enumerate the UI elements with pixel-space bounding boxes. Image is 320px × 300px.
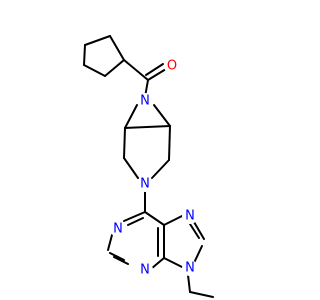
bond xyxy=(147,68,167,81)
molecule-diagram: O N N N N N N xyxy=(83,35,214,298)
atom-bg xyxy=(137,176,153,192)
atom-bg xyxy=(137,262,153,278)
bond xyxy=(153,104,171,127)
carbonyl-group xyxy=(123,59,167,98)
bond xyxy=(104,59,125,77)
atom-n-pyrrolidine-1: N xyxy=(140,94,150,109)
cyclopentyl-ring xyxy=(83,35,125,77)
bond xyxy=(123,59,149,81)
double-bond-line xyxy=(189,223,200,239)
atom-labels: O N N N N N N xyxy=(110,58,198,278)
atom-n-purine-1: N xyxy=(113,222,123,237)
atom-bg xyxy=(164,58,180,74)
atom-bg xyxy=(137,93,153,109)
bond xyxy=(83,44,86,66)
bond xyxy=(144,211,165,226)
ethyl-group xyxy=(187,274,214,298)
atom-bg xyxy=(182,260,198,276)
double-bond-line xyxy=(127,217,144,226)
atom-n-purine-7: N xyxy=(185,209,195,224)
bond xyxy=(124,125,171,129)
purine-ring xyxy=(107,211,205,275)
bond xyxy=(123,211,146,222)
bond xyxy=(193,245,203,264)
bond xyxy=(123,157,139,179)
bond xyxy=(189,291,214,298)
bond xyxy=(151,159,170,179)
structure-canvas: O N N N N N N xyxy=(83,35,214,298)
atom-bg xyxy=(182,208,198,224)
bond xyxy=(163,257,185,269)
bond xyxy=(124,104,138,129)
double-bond-line xyxy=(109,252,125,261)
octahydropyrrolopyrrole xyxy=(123,104,171,213)
bond xyxy=(84,35,111,46)
bond xyxy=(109,35,125,61)
atom-bg xyxy=(110,221,126,237)
atom-n-purine-3: N xyxy=(140,263,150,278)
bond xyxy=(107,234,113,251)
atom-o1: O xyxy=(167,59,177,74)
atom-n-purine-9: N xyxy=(185,261,195,276)
double-bond-line xyxy=(145,63,164,76)
bond xyxy=(187,274,191,293)
bond xyxy=(193,221,205,240)
bond xyxy=(123,127,126,159)
atom-n-pyrrolidine-2: N xyxy=(140,177,150,192)
bond xyxy=(113,256,129,265)
bond xyxy=(83,64,106,77)
bond xyxy=(168,125,171,161)
bond xyxy=(163,214,185,226)
